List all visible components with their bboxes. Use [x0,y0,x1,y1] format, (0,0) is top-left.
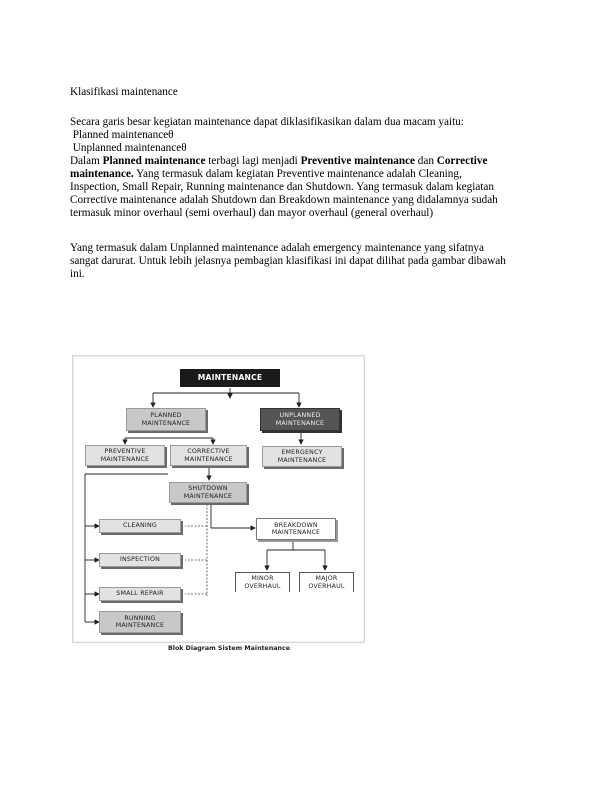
overhaul-line: termasuk minor overhaul (semi overhaul) … [70,207,434,219]
corrective-line: Corrective maintenance adalah Shutdown d… [70,194,498,206]
bold-term-preventive: Preventive maintenance [300,155,415,167]
node-label: SHUTDOWN MAINTENANCE [183,485,233,500]
node-label: UNPLANNED MAINTENANCE [275,412,325,427]
unplanned-line-2: sangat darurat. Untuk lebih jelasnya pem… [70,255,506,267]
diagram-caption: Blok Diagram Sistem Maintenance [168,645,291,652]
list-item-unplanned: Unplanned maintenanceθ [70,142,187,154]
text-run: Dalam [70,155,103,167]
node-emergency-maintenance: EMERGENCY MAINTENANCE [262,446,342,467]
node-label: INSPECTION [119,556,161,564]
node-preventive-maintenance: PREVENTIVE MAINTENANCE [85,445,165,466]
node-label: MAINTENANCE [197,373,263,383]
node-maintenance: MAINTENANCE [180,369,280,387]
node-label: PREVENTIVE MAINTENANCE [100,448,150,463]
paragraph-classification: Secara garis besar kegiatan maintenance … [70,116,550,220]
node-label: BREAKDOWN MAINTENANCE [271,521,321,537]
paragraph-unplanned: Yang termasuk dalam Unplanned maintenanc… [70,242,550,281]
node-inspection: INSPECTION [99,553,181,567]
node-label: CORRECTIVE MAINTENANCE [184,448,233,463]
node-planned-maintenance: PLANNED MAINTENANCE [126,408,206,431]
preventive-items-line: Inspection, Small Repair, Running mainte… [70,181,494,193]
node-cleaning: CLEANING [99,519,181,533]
planned-breakdown-line: Dalam Planned maintenance terbagi lagi m… [70,155,550,168]
bold-term-planned: Planned maintenance [102,155,206,167]
node-label: PLANNED MAINTENANCE [141,412,191,427]
node-label: CLEANING [123,522,157,530]
node-minor-overhaul: MINOR OVERHAUL [235,572,290,592]
node-label: SMALL REPAIR [116,590,164,598]
node-label: EMERGENCY MAINTENANCE [277,449,327,464]
node-breakdown-maintenance: BREAKDOWN MAINTENANCE [256,518,336,540]
node-corrective-maintenance: CORRECTIVE MAINTENANCE [170,445,247,466]
text-run: Yang termasuk dalam kegiatan Preventive … [133,168,462,180]
text-run: dan [415,155,437,167]
node-unplanned-maintenance: UNPLANNED MAINTENANCE [260,408,340,431]
maintenance-block-diagram: MAINTENANCE PLANNED MAINTENANCE UNPLANNE… [72,355,365,643]
node-small-repair: SMALL REPAIR [99,587,181,601]
node-label: RUNNING MAINTENANCE [115,614,165,630]
unplanned-line-3: ini. [70,268,85,280]
node-major-overhaul: MAJOR OVERHAUL [299,572,354,592]
bold-term-corrective: Corrective [436,155,488,167]
node-shutdown-maintenance: SHUTDOWN MAINTENANCE [169,482,247,503]
preventive-line: maintenance. Yang termasuk dalam kegiata… [70,168,550,181]
text-run: terbagi lagi menjadi [205,155,301,167]
node-running-maintenance: RUNNING MAINTENANCE [99,611,181,633]
node-label: MINOR OVERHAUL [244,575,281,590]
node-label: MAJOR OVERHAUL [308,575,345,590]
list-item-planned: Planned maintenanceθ [70,129,174,141]
diagram-connectors [84,388,328,625]
bold-term-maintenance: maintenance. [70,168,134,180]
intro-line: Secara garis besar kegiatan maintenance … [70,116,464,128]
unplanned-line-1: Yang termasuk dalam Unplanned maintenanc… [70,242,484,254]
document-title: Klasifikasi maintenance [70,86,178,98]
